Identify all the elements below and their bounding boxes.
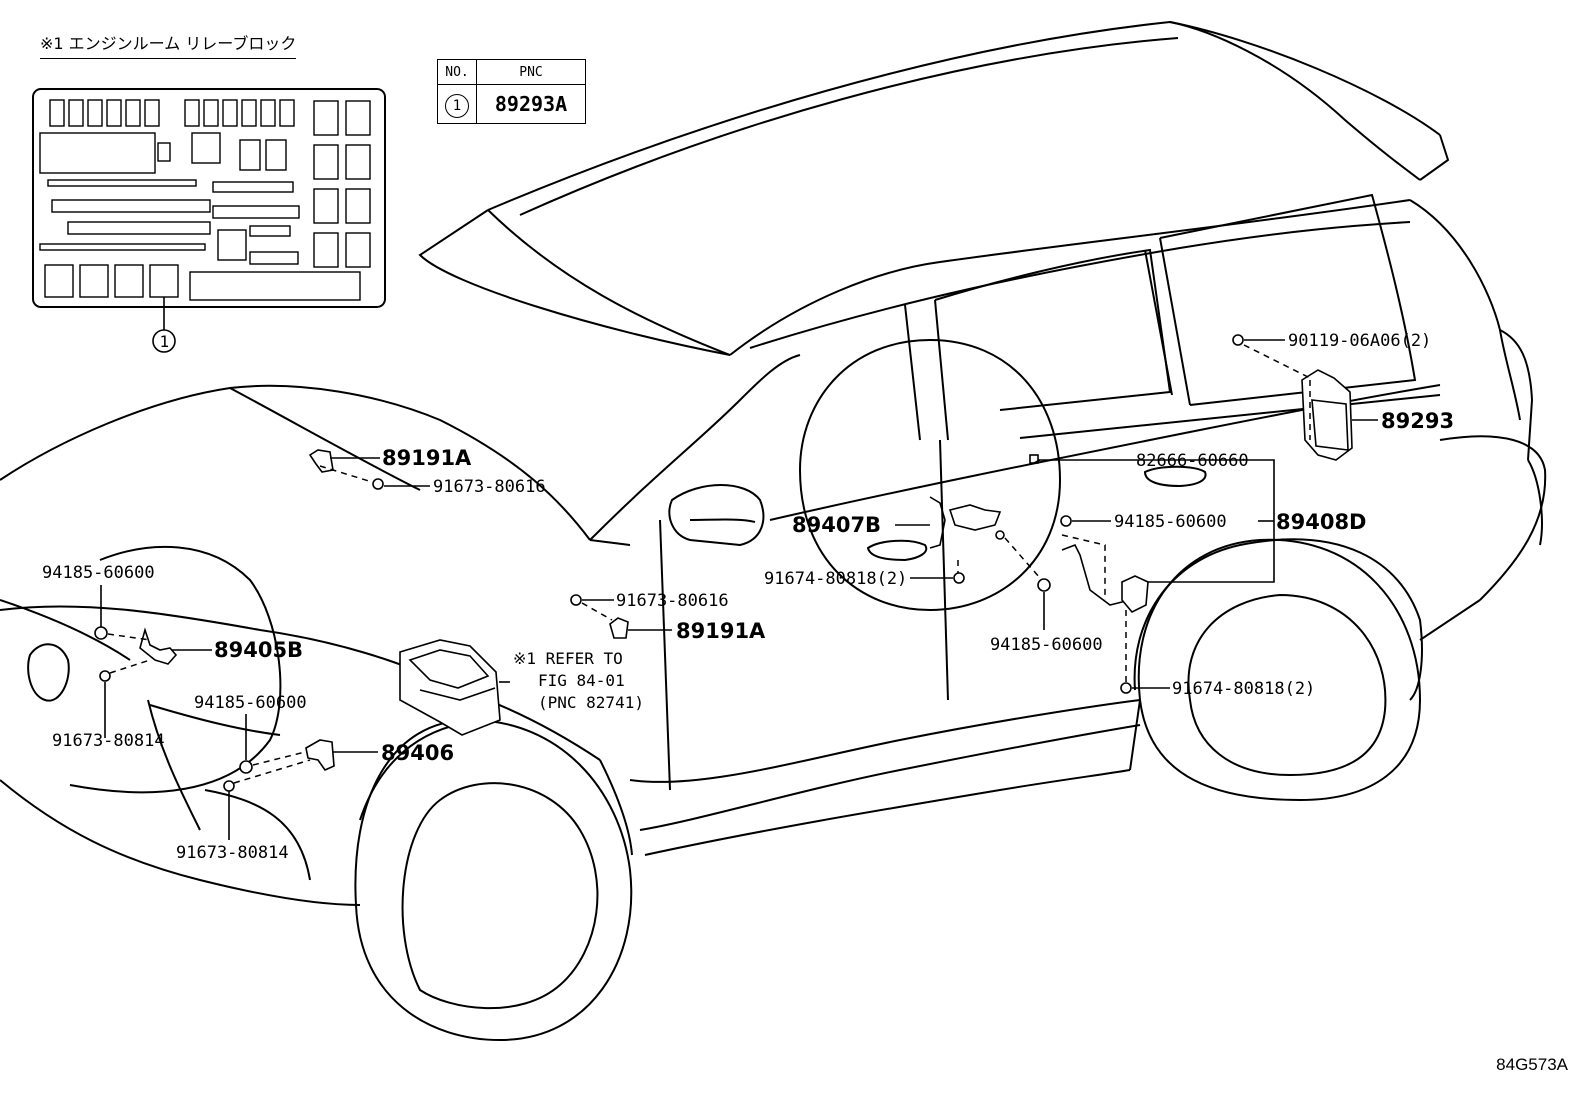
label-91673-80616-top: 91673-80616 bbox=[433, 477, 546, 497]
front-left-wheel bbox=[354, 718, 633, 1042]
label-89191A-top: 89191A bbox=[382, 446, 472, 470]
door-panel-outline bbox=[798, 338, 1062, 612]
figure-code: 84G573A bbox=[1496, 1055, 1568, 1074]
rear-fender-arch bbox=[1133, 538, 1423, 701]
relay-block-marker: 1 bbox=[160, 332, 170, 351]
part-89408D-rear-sensor bbox=[1029, 454, 1149, 694]
part-89405B-sensor bbox=[94, 626, 178, 682]
part-89191A-mid-sensor bbox=[570, 594, 629, 639]
label-91674-80818-a: 91674-80818(2) bbox=[764, 569, 907, 589]
part-89406-sensor bbox=[223, 739, 335, 792]
pnc-table-marker: 1 bbox=[445, 93, 469, 118]
refer-note-line2: FIG 84-01 bbox=[538, 671, 625, 690]
label-89408D: 89408D bbox=[1276, 510, 1367, 534]
label-89191A-mid: 89191A bbox=[676, 619, 766, 643]
door-handle-front bbox=[866, 539, 928, 562]
label-94185-60600-right: 94185-60600 bbox=[1114, 512, 1227, 532]
label-91673-80814-b: 91673-80814 bbox=[176, 843, 289, 863]
pnc-table-header-no: NO. bbox=[437, 59, 477, 85]
pnc-table-row-no: 1 bbox=[437, 84, 477, 124]
part-89191A-top-sensor bbox=[308, 449, 384, 490]
pnc-table-row-pnc: 89293A bbox=[476, 84, 586, 124]
label-89405B: 89405B bbox=[214, 638, 303, 662]
relay-block-illustration: 1 bbox=[32, 88, 386, 353]
label-89406: 89406 bbox=[381, 741, 454, 765]
label-91673-80814-a: 91673-80814 bbox=[52, 731, 165, 751]
label-91674-80818-b: 91674-80818(2) bbox=[1172, 679, 1315, 699]
relay-block-header: ※1 エンジンルーム リレーブロック bbox=[40, 30, 297, 59]
pnc-table-header-pnc: PNC bbox=[476, 59, 586, 85]
refer-note-line1: ※1 REFER TO bbox=[513, 649, 623, 668]
label-91673-80616-mid: 91673-80616 bbox=[616, 591, 729, 611]
part-89407B-door-sensor bbox=[929, 496, 1005, 584]
front-right-wheel-arc bbox=[69, 545, 282, 794]
vehicle-outline bbox=[0, 20, 1547, 906]
refer-note-line3: (PNC 82741) bbox=[538, 693, 644, 712]
label-94185-60600-mid: 94185-60600 bbox=[194, 693, 307, 713]
label-94185-60600-left: 94185-60600 bbox=[42, 563, 155, 583]
label-82666-60660: 82666-60660 bbox=[1136, 451, 1249, 471]
engine-room-relay-box bbox=[399, 639, 501, 736]
pnc-table: NO. PNC 1 89293A bbox=[437, 59, 586, 124]
label-94185-60600-door: 94185-60600 bbox=[990, 635, 1103, 655]
label-90119-06A06: 90119-06A06(2) bbox=[1288, 331, 1431, 351]
part-89293-ecu bbox=[1232, 334, 1353, 461]
leader-lines bbox=[100, 339, 1378, 840]
rear-wheel bbox=[1137, 538, 1422, 802]
label-89293: 89293 bbox=[1381, 409, 1454, 433]
part-94185-door-bolt bbox=[1037, 578, 1051, 592]
door-handle-rear bbox=[1143, 465, 1207, 488]
label-89407B: 89407B bbox=[792, 513, 881, 537]
